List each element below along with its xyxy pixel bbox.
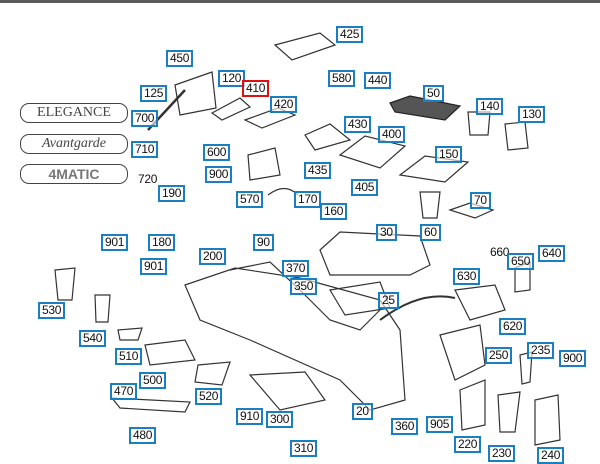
part-150: [398, 155, 470, 183]
callout-250[interactable]: 250: [485, 347, 513, 364]
callout-700[interactable]: 700: [131, 110, 159, 127]
part-630: [454, 284, 506, 321]
emblem-avantgarde: Avantgarde: [20, 134, 128, 154]
part-120: [174, 71, 217, 116]
callout-425[interactable]: 425: [336, 26, 364, 43]
part-430: [304, 123, 352, 151]
callout-720[interactable]: 720: [138, 172, 158, 186]
callout-530[interactable]: 530: [38, 302, 66, 319]
part-50: [389, 95, 462, 121]
part-220: [459, 379, 486, 431]
part-410: [210, 97, 252, 121]
callout-50[interactable]: 50: [423, 85, 444, 102]
part-140: [467, 111, 491, 136]
emblem-elegance: ELEGANCE: [20, 103, 128, 123]
part-60-bin: [419, 191, 441, 219]
callout-300[interactable]: 300: [266, 411, 294, 428]
part-520: [194, 361, 231, 386]
armrest-lid: [319, 231, 431, 276]
top-border: [0, 0, 600, 3]
callout-430[interactable]: 430: [344, 116, 372, 133]
part-470: [110, 397, 191, 413]
callout-60[interactable]: 60: [420, 224, 441, 241]
callout-120[interactable]: 120: [218, 70, 246, 87]
callout-180[interactable]: 180: [148, 234, 176, 251]
part-510: [117, 327, 143, 341]
part-570-cup: [247, 147, 281, 181]
callout-230[interactable]: 230: [488, 445, 516, 462]
callout-125[interactable]: 125: [140, 85, 168, 102]
part-910-shifter: [248, 371, 327, 411]
callout-170[interactable]: 170: [294, 191, 322, 208]
callout-600[interactable]: 600: [203, 144, 231, 161]
callout-660[interactable]: 660: [490, 245, 510, 259]
callout-900[interactable]: 900: [205, 166, 233, 183]
emblem-4matic: 4MATIC: [20, 164, 128, 184]
callout-160[interactable]: 160: [320, 203, 348, 220]
callout-905[interactable]: 905: [426, 416, 454, 433]
part-540: [94, 294, 111, 323]
callout-405[interactable]: 405: [351, 179, 379, 196]
callout-400[interactable]: 400: [378, 126, 406, 143]
callout-901[interactable]: 901: [140, 258, 168, 275]
callout-70[interactable]: 70: [470, 192, 491, 209]
callout-140[interactable]: 140: [476, 98, 504, 115]
callout-25[interactable]: 25: [378, 292, 399, 309]
callout-540[interactable]: 540: [79, 330, 107, 347]
callout-235[interactable]: 235: [527, 342, 555, 359]
callout-520[interactable]: 520: [195, 388, 223, 405]
part-500: [144, 339, 196, 366]
callout-435[interactable]: 435: [304, 162, 332, 179]
callout-640[interactable]: 640: [538, 245, 566, 262]
callout-200[interactable]: 200: [199, 248, 227, 265]
callout-190[interactable]: 190: [158, 185, 186, 202]
callout-480[interactable]: 480: [129, 427, 157, 444]
callout-901[interactable]: 901: [101, 234, 129, 251]
console-body: [184, 267, 406, 411]
callout-350[interactable]: 350: [290, 278, 318, 295]
callout-90[interactable]: 90: [253, 234, 274, 251]
callout-370[interactable]: 370: [282, 260, 310, 277]
callout-510[interactable]: 510: [115, 348, 143, 365]
callout-130[interactable]: 130: [518, 106, 546, 123]
callout-650[interactable]: 650: [507, 253, 535, 270]
part-240: [534, 394, 561, 446]
callout-20[interactable]: 20: [352, 403, 373, 420]
callout-240[interactable]: 240: [537, 447, 565, 464]
callout-220[interactable]: 220: [454, 436, 482, 453]
part-130: [504, 121, 529, 151]
callout-900[interactable]: 900: [559, 350, 587, 367]
callout-620[interactable]: 620: [499, 318, 527, 335]
callout-310[interactable]: 310: [290, 440, 318, 457]
callout-580[interactable]: 580: [328, 70, 356, 87]
callout-710[interactable]: 710: [131, 141, 159, 158]
callout-410[interactable]: 410: [242, 80, 270, 97]
callout-150[interactable]: 150: [435, 146, 463, 163]
callout-470[interactable]: 470: [110, 383, 138, 400]
callout-570[interactable]: 570: [236, 191, 264, 208]
part-230: [497, 391, 521, 433]
callout-30[interactable]: 30: [376, 224, 397, 241]
part-250: [439, 324, 486, 381]
callout-420[interactable]: 420: [270, 96, 298, 113]
callout-910[interactable]: 910: [236, 408, 264, 425]
part-70: [448, 202, 495, 219]
callout-450[interactable]: 450: [166, 50, 194, 67]
part-530: [54, 267, 76, 301]
part-400: [338, 135, 407, 169]
callout-360[interactable]: 360: [391, 418, 419, 435]
callout-630[interactable]: 630: [453, 268, 481, 285]
part-425: [273, 32, 337, 61]
part-420: [243, 107, 297, 129]
callout-500[interactable]: 500: [139, 372, 167, 389]
callout-440[interactable]: 440: [364, 72, 392, 89]
